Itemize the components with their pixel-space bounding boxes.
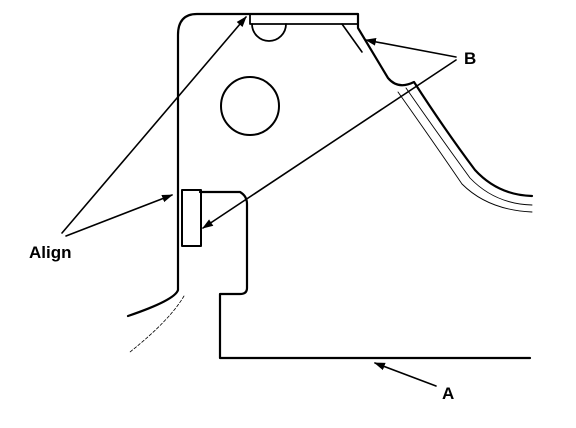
b-arrow-top — [364, 38, 457, 58]
b-arrow-tab — [202, 59, 457, 229]
mounting-hole — [220, 76, 280, 136]
label-b: B — [464, 49, 476, 68]
b-arrows — [202, 38, 457, 229]
housing-block — [126, 189, 532, 360]
cover-bracket — [176, 12, 534, 213]
label-a: A — [442, 384, 454, 403]
a-arrow — [373, 362, 437, 387]
align-arrows — [61, 16, 247, 237]
alignment-tab — [181, 189, 202, 247]
align-arrow-top — [61, 16, 247, 234]
label-align: Align — [29, 243, 72, 262]
align-arrow-tab — [65, 194, 174, 237]
